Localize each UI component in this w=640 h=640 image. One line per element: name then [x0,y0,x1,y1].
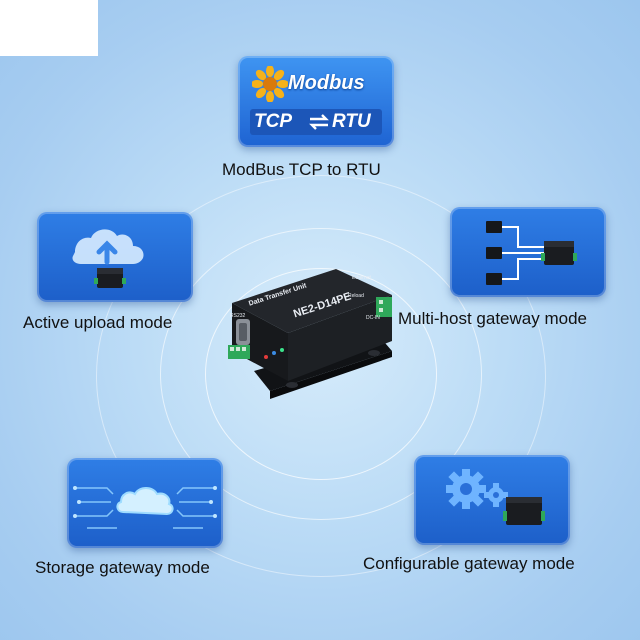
storage-mode-card [67,458,223,548]
multi-host-card [450,207,606,297]
upload-mode-card [37,212,193,302]
caption-storage: Storage gateway mode [35,558,210,577]
caption-multi: Multi-host gateway mode [398,309,587,328]
dtu-device-body [228,269,392,399]
cloud-circuit-icon [73,486,217,529]
middle-ring [160,228,482,520]
convert-arrows-icon [309,114,329,130]
dtu-device: Data Transfer Unit NE2-D14PE RS232 Ether… [226,253,398,411]
inner-ring [205,268,437,480]
gears-icon [446,469,545,525]
rtu-label: RTU [332,111,371,132]
caption-upload: Active upload mode [23,313,173,332]
port-ethernet-label: Ethernet [352,275,371,281]
protocol-bar: TCP RTU [250,109,382,135]
blank-corner [0,0,98,56]
sunflower-icon [252,66,288,102]
configurable-mode-card [414,455,570,545]
port-reload-label: Reload [348,293,364,299]
port-rs232-label: RS232 [230,313,246,319]
network-tree-icon [486,221,577,285]
outer-ring [96,175,546,577]
cloud-upload-icon [72,229,144,288]
caption-config: Configurable gateway mode [363,554,575,573]
modbus-title: Modbus [288,72,365,94]
power-label: DC-IN [366,315,380,321]
modbus-logo-card: Modbus TCP RTU [238,56,394,147]
tcp-label: TCP [254,111,292,132]
caption-modbus: ModBus TCP to RTU [222,160,381,179]
